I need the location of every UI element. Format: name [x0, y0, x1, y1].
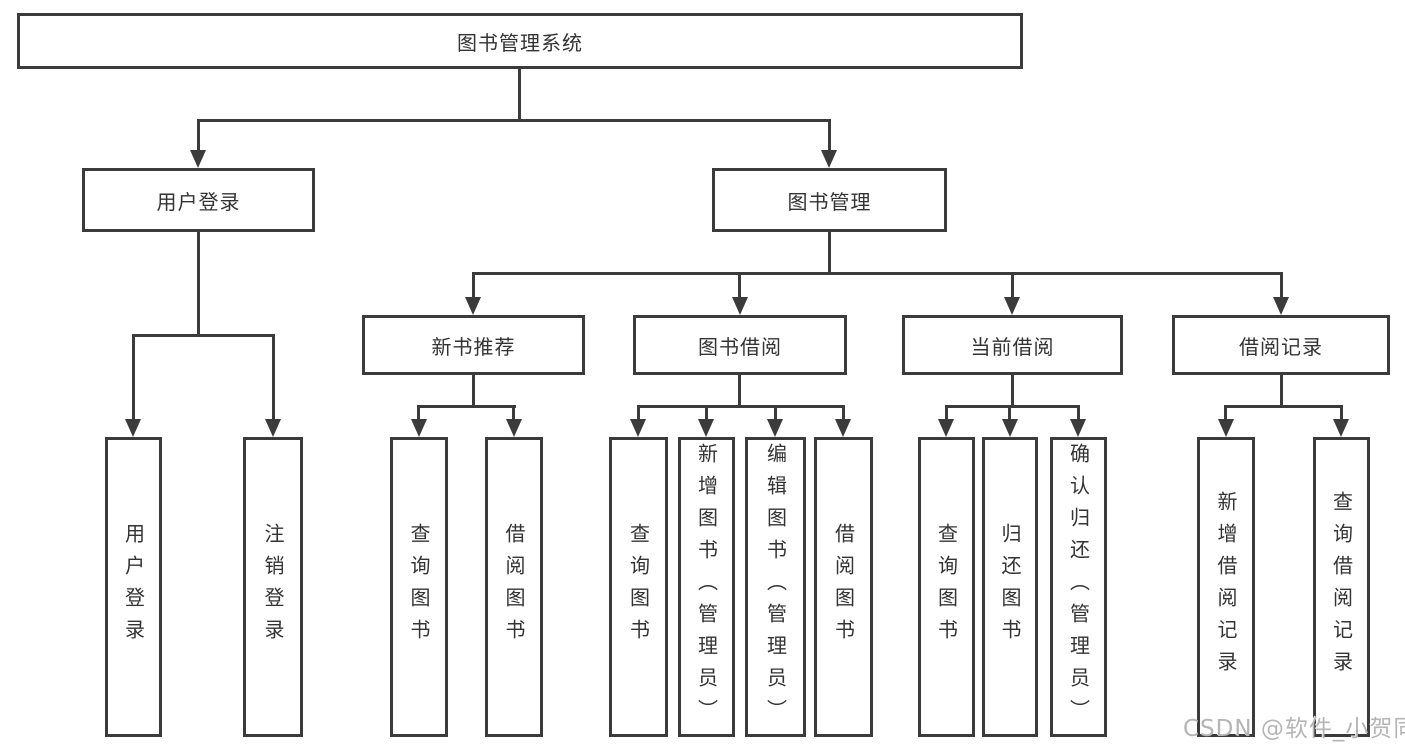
- leaf-logout-label: 注销登录: [261, 523, 285, 651]
- arrowhead-bb-borrow: [835, 419, 851, 437]
- leaf-bb-query-book-label: 查询图书: [626, 523, 651, 651]
- arrowhead-cb-confirm: [1070, 419, 1086, 437]
- leaf-user-login-label: 用户登录: [121, 523, 146, 651]
- edge-to-rec-borrow-shaft: [512, 405, 515, 419]
- node-borrow-records: 借阅记录: [1172, 315, 1390, 375]
- leaf-cb-confirm-return: 确认归还（管理员）: [1050, 437, 1107, 737]
- node-user-login: 用户登录: [82, 168, 315, 232]
- edge-user-login-branch: [132, 334, 275, 337]
- edge-to-cb-return-shaft: [1008, 405, 1011, 419]
- leaf-br-query-record-label: 查询借阅记录: [1329, 491, 1354, 683]
- leaf-logout: 注销登录: [243, 437, 303, 737]
- edge-to-br-add-shaft: [1224, 405, 1227, 419]
- edge-root-stem: [518, 69, 521, 122]
- arrowhead-cb-return: [1002, 419, 1018, 437]
- arrowhead-br-add: [1218, 419, 1234, 437]
- arrowhead-bb-add: [698, 419, 714, 437]
- leaf-bb-borrow-book: 借阅图书: [814, 437, 873, 737]
- arrowhead-leaf-login: [125, 419, 141, 437]
- arrowhead-user-login: [190, 150, 206, 168]
- node-current-borrow: 当前借阅: [902, 315, 1123, 375]
- edge-to-br-query-shaft: [1340, 405, 1343, 419]
- leaf-bb-add-book-label: 新增图书（管理员）: [694, 443, 719, 731]
- edge-borrow-records-stem: [1280, 375, 1283, 408]
- leaf-br-add-record: 新增借阅记录: [1197, 437, 1255, 737]
- edge-to-current-borrow-shaft: [1011, 272, 1014, 299]
- edge-book-borrow-branch: [637, 405, 845, 408]
- leaf-cb-query-book-label: 查询图书: [934, 523, 959, 651]
- arrowhead-borrow-records: [1273, 297, 1289, 315]
- csdn-watermark: CSDN @软件_小贺同学: [1183, 716, 1405, 742]
- arrowhead-rec-query: [411, 419, 427, 437]
- edge-book-borrow-stem: [738, 375, 741, 408]
- leaf-br-add-record-label: 新增借阅记录: [1214, 491, 1238, 683]
- leaf-user-login: 用户登录: [105, 437, 162, 737]
- edge-root-branch: [197, 119, 831, 122]
- node-book-borrow: 图书借阅: [633, 315, 847, 375]
- arrowhead-book-mgmt: [821, 150, 837, 168]
- edge-borrow-records-branch: [1224, 405, 1343, 408]
- edge-to-leaf-logout-shaft: [272, 334, 275, 419]
- leaf-br-query-record: 查询借阅记录: [1313, 437, 1370, 737]
- leaf-cb-confirm-return-label: 确认归还（管理员）: [1066, 443, 1091, 731]
- leaf-rec-borrow-book: 借阅图书: [485, 437, 543, 737]
- leaf-cb-return-book-label: 归还图书: [998, 523, 1022, 651]
- edge-to-bb-borrow-shaft: [842, 405, 845, 419]
- arrowhead-br-query: [1333, 419, 1349, 437]
- edge-new-book-rec-stem: [472, 375, 475, 408]
- edge-to-book-mgmt-shaft: [828, 119, 831, 152]
- leaf-bb-add-book: 新增图书（管理员）: [678, 437, 735, 737]
- node-current-borrow-label: 当前借阅: [970, 334, 1055, 359]
- arrowhead-leaf-logout: [265, 419, 281, 437]
- leaf-bb-borrow-book-label: 借阅图书: [831, 523, 856, 651]
- arrowhead-new-book-rec: [465, 297, 481, 315]
- arrowhead-cb-query: [938, 419, 954, 437]
- edge-current-borrow-stem: [1011, 375, 1014, 408]
- edge-to-book-borrow-shaft: [738, 272, 741, 299]
- node-book-borrow-label: 图书借阅: [698, 334, 782, 359]
- edge-new-book-rec-branch: [417, 405, 516, 408]
- node-borrow-records-label: 借阅记录: [1239, 334, 1323, 359]
- arrowhead-bb-edit: [767, 419, 783, 437]
- edge-to-cb-query-shaft: [945, 405, 948, 419]
- arrowhead-current-borrow: [1004, 297, 1020, 315]
- leaf-bb-edit-book: 编辑图书（管理员）: [745, 437, 806, 737]
- leaf-bb-edit-book-label: 编辑图书（管理员）: [763, 443, 788, 731]
- leaf-rec-query-book: 查询图书: [390, 437, 448, 737]
- arrowhead-book-borrow: [732, 297, 748, 315]
- leaf-cb-return-book: 归还图书: [982, 437, 1038, 737]
- arrowhead-bb-query: [630, 419, 646, 437]
- edge-book-mgmt-stem: [828, 232, 831, 275]
- edge-current-borrow-branch: [945, 405, 1080, 408]
- node-new-book-rec-label: 新书推荐: [431, 334, 516, 359]
- node-new-book-rec: 新书推荐: [362, 315, 585, 375]
- edge-to-bb-query-shaft: [637, 405, 640, 419]
- leaf-cb-query-book: 查询图书: [918, 437, 975, 737]
- node-root-label: 图书管理系统: [457, 30, 583, 55]
- leaf-rec-query-book-label: 查询图书: [407, 523, 431, 651]
- node-book-mgmt-label: 图书管理: [787, 189, 872, 214]
- edge-book-mgmt-branch: [472, 272, 1283, 275]
- node-user-login-label: 用户登录: [156, 189, 241, 214]
- arrowhead-rec-borrow: [506, 419, 522, 437]
- node-book-mgmt: 图书管理: [712, 168, 947, 232]
- leaf-bb-query-book: 查询图书: [609, 437, 668, 737]
- node-root: 图书管理系统: [17, 13, 1023, 69]
- edge-to-user-login-shaft: [197, 119, 200, 152]
- leaf-rec-borrow-book-label: 借阅图书: [502, 523, 526, 651]
- edge-to-new-book-rec-shaft: [472, 272, 475, 299]
- edge-to-cb-confirm-shaft: [1077, 405, 1080, 419]
- edge-user-login-stem: [197, 232, 200, 337]
- edge-to-borrow-records-shaft: [1280, 272, 1283, 299]
- edge-to-rec-query-shaft: [417, 405, 420, 419]
- edge-to-leaf-login-shaft: [132, 334, 135, 419]
- edge-to-bb-add-shaft: [705, 405, 708, 419]
- edge-to-bb-edit-shaft: [774, 405, 777, 419]
